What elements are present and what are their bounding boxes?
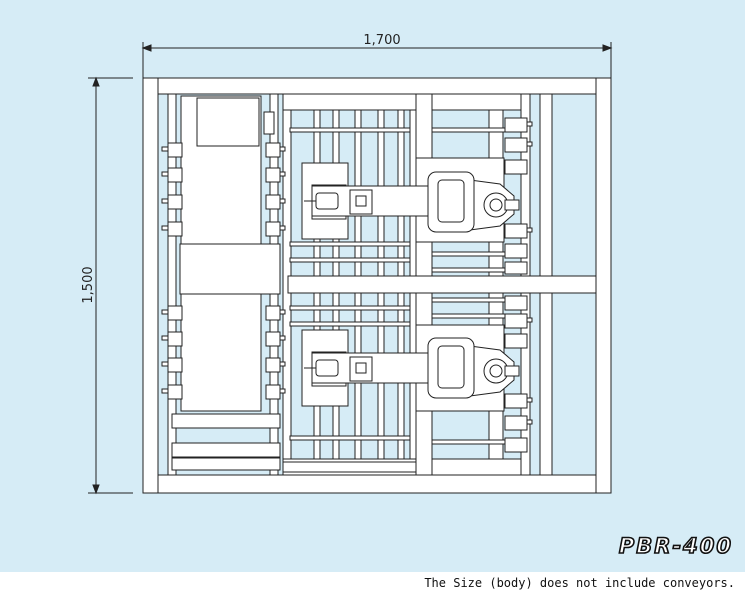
width-dimension [141, 42, 613, 80]
left-table [171, 95, 281, 471]
height-dimension-label: 1,500 [81, 266, 96, 304]
footnote: The Size (body) does not include conveyo… [424, 576, 735, 590]
layout-drawing [88, 42, 613, 495]
model-name: PBR-400 [618, 533, 733, 559]
right-side-blocks [504, 117, 533, 453]
height-dimension [88, 76, 133, 495]
bottom-rail [282, 461, 417, 473]
left-side-blocks [161, 142, 286, 400]
robot-upper [301, 157, 520, 243]
width-dimension-label: 1,700 [363, 33, 401, 48]
robot-lower [301, 324, 520, 412]
drawing-panel: 1,700 1,500 PBR-400 [0, 0, 745, 572]
